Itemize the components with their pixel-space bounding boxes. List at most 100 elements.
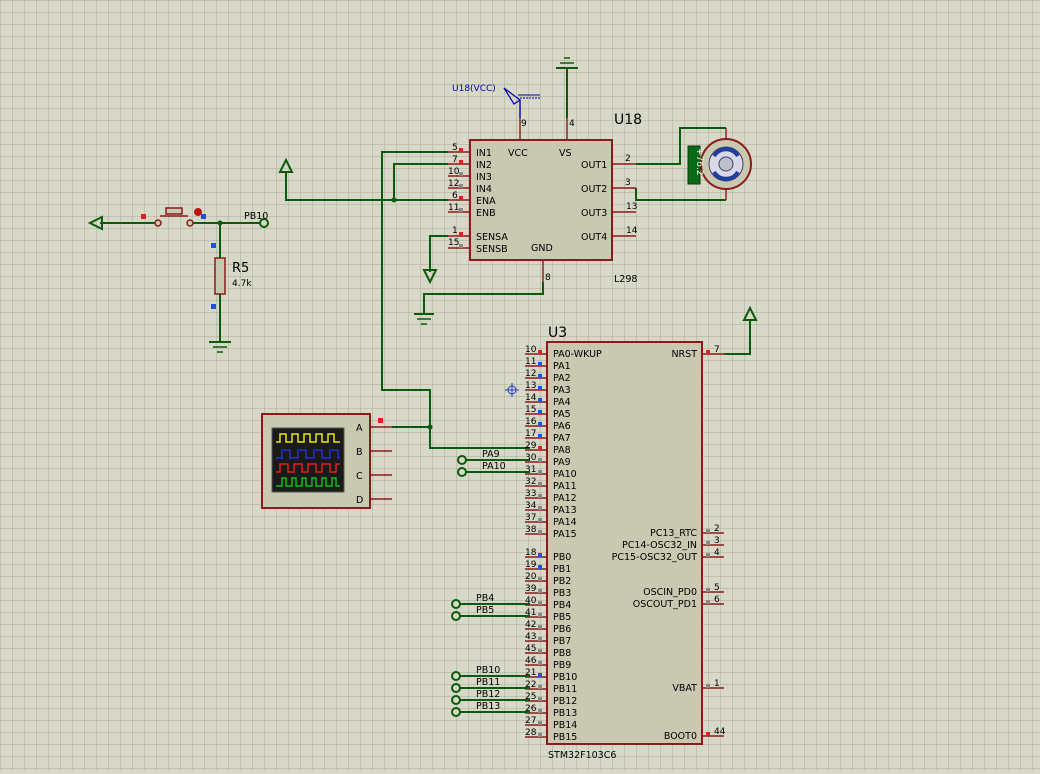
svg-text:OUT2: OUT2 [581,184,607,195]
svg-text:9: 9 [521,119,527,129]
wire-ena[interactable] [285,172,448,201]
wire-in2[interactable] [393,163,448,200]
u3-pin-label: PB0 [553,552,571,563]
net-pb13[interactable]: PB13 [451,701,530,717]
u3-pin-label: PB2 [553,576,571,587]
oscilloscope[interactable]: A B C D [261,413,392,509]
wire-out2-motor[interactable] [635,188,726,201]
scope-channel-d: D [356,495,363,506]
wire-out1-motor[interactable] [636,127,726,165]
svg-text:2: 2 [625,154,631,164]
wire-sensa[interactable] [429,235,448,272]
u3-pin-number: 2 [714,524,720,534]
u3-pin-label: PB9 [553,660,571,671]
u3-pin-label: PA0-WKUP [553,349,602,360]
u3-pin-label: PA14 [553,517,577,528]
vs-power-terminal[interactable] [556,57,578,118]
crosshair-cursor-icon [505,383,519,397]
net-pb4[interactable]: PB4 [451,593,530,609]
svg-text:PB4: PB4 [476,593,494,604]
u3-pin-label: PB13 [553,708,577,719]
wire-nrst[interactable] [724,320,751,355]
u3-pin-number: 25 [525,692,536,702]
svg-text:ENB: ENB [476,208,496,219]
wire-in1-pa8[interactable] [381,151,530,449]
u3-pin-number: 22 [525,680,536,690]
u3-pin-number: 13 [525,381,536,391]
net-pb12[interactable]: PB12 [451,689,530,705]
ena-power-terminal[interactable] [278,157,294,173]
button-net-label: PB10 [244,211,268,222]
sensa-ground-arrow [422,269,438,285]
net-pb11[interactable]: PB11 [451,677,530,693]
u3-pin-number: 45 [525,644,536,654]
net-labels[interactable]: PA9 PA10 PB4 PB5 PB10 PB11 PB12 PB13 [451,449,530,717]
u3-pin-number: 11 [525,357,536,367]
net-pa9[interactable]: PA9 [457,449,530,465]
u3-pin-label: PB5 [553,612,571,623]
nrst-power-terminal[interactable] [742,305,758,321]
svg-text:IN2: IN2 [476,160,492,171]
u3-pin-label: OSCIN_PD0 [643,587,697,598]
wire-u18-gnd[interactable] [423,282,544,314]
u3-pin-number: 32 [525,477,536,487]
u18-pin-vs[interactable]: 4VS [559,118,575,159]
resistor-r5[interactable]: R5 4.7k [209,223,252,353]
net-pb5[interactable]: PB5 [451,605,530,621]
net-pa10[interactable]: PA10 [457,461,530,477]
u3-pin-label: PB14 [553,720,577,731]
u18-body[interactable] [469,139,613,261]
u18-vcc-terminal[interactable]: U18(VCC) [452,84,540,118]
dc-motor[interactable]: +76.2 [687,128,752,200]
u3-pin-number: 40 [525,596,537,606]
push-button[interactable]: PB10 [87,207,269,231]
u3-body[interactable] [546,341,703,745]
net-pb10[interactable]: PB10 [451,665,530,681]
